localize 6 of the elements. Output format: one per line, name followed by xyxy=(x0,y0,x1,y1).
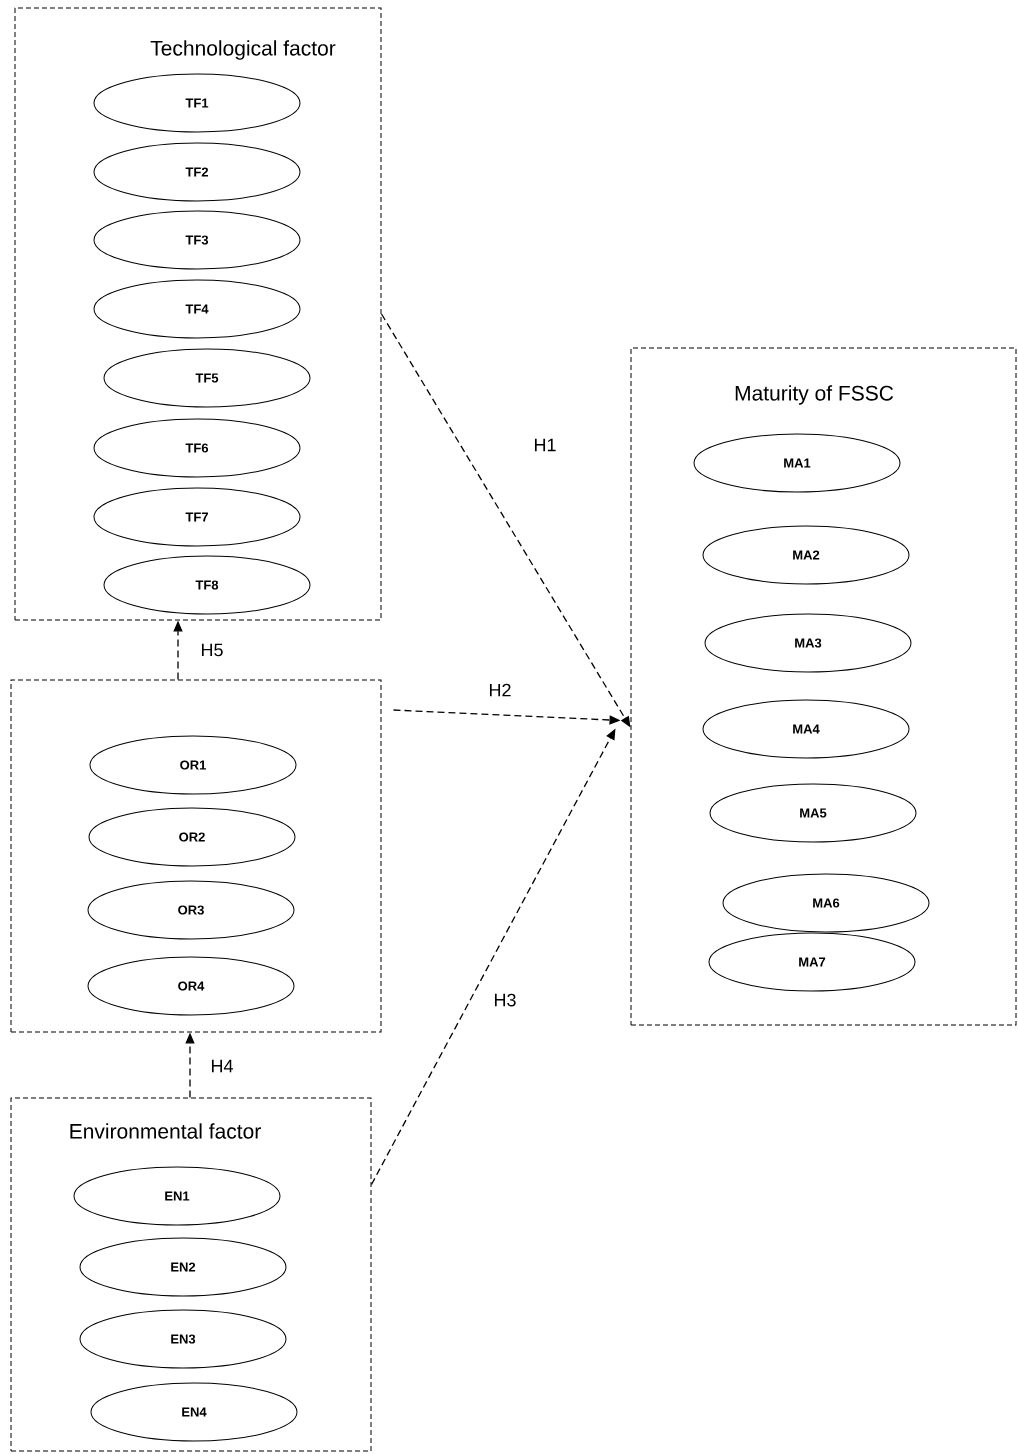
edge-label: H3 xyxy=(492,992,518,1008)
edge-label: H4 xyxy=(209,1058,235,1074)
edge-label: H1 xyxy=(532,437,558,453)
edge-label: H2 xyxy=(487,682,513,698)
group-box xyxy=(10,679,382,1033)
edge-label: H5 xyxy=(199,642,225,658)
